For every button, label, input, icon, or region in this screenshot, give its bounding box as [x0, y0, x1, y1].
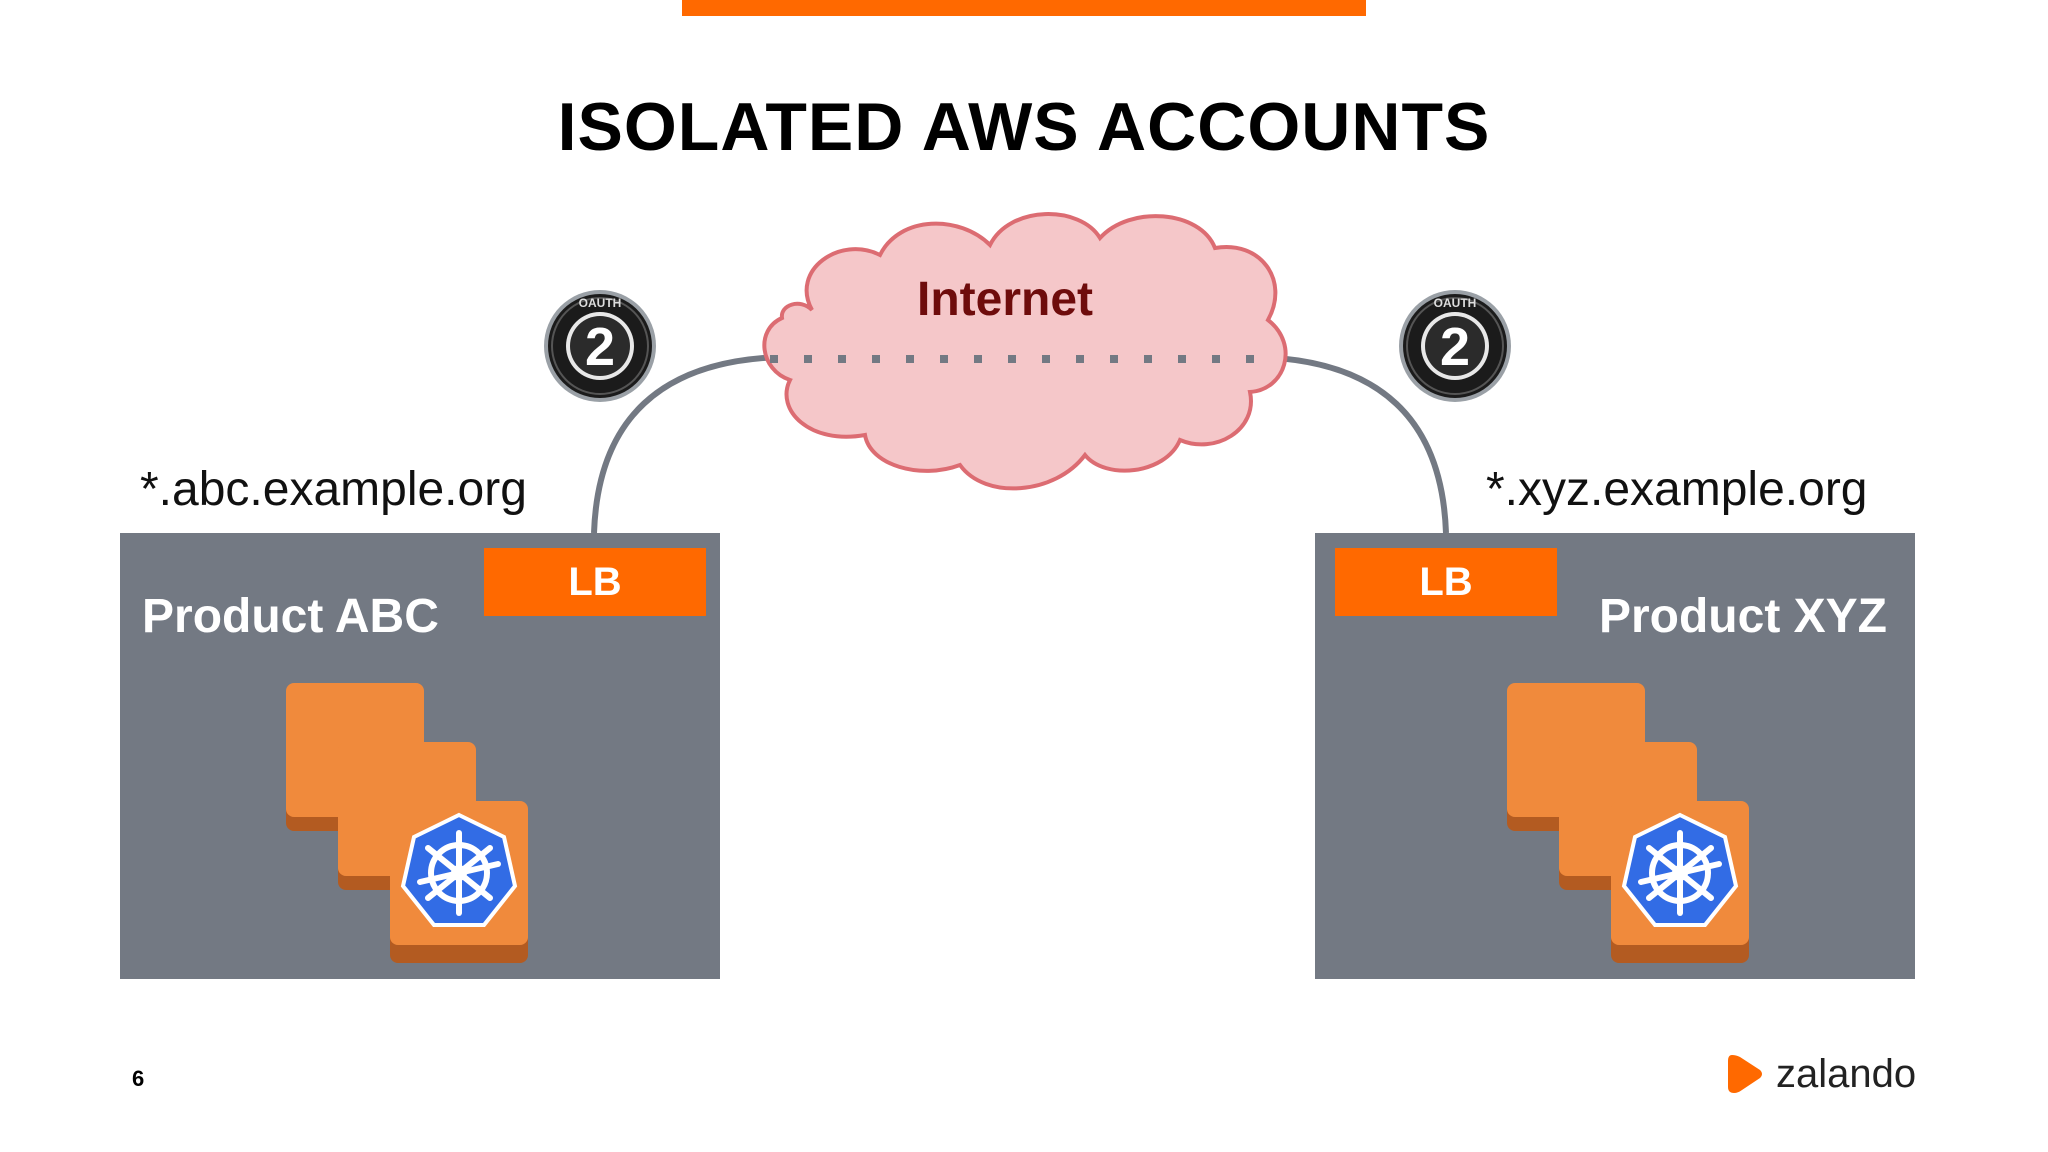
load-balancer-xyz: LB: [1335, 548, 1557, 616]
zalando-logo-icon: [1728, 1055, 1762, 1093]
product-xyz-account: LB Product XYZ: [1315, 533, 1915, 979]
svg-text:OAUTH: OAUTH: [1434, 296, 1477, 310]
oauth2-badge-icon: OAUTH 2: [1399, 290, 1511, 402]
svg-text:OAUTH: OAUTH: [579, 296, 622, 310]
right-connection-line: [1257, 354, 1449, 534]
brand-logo: zalando: [1726, 1050, 1916, 1098]
load-balancer-abc: LB: [484, 548, 706, 616]
ec2-instance-stack-abc: [286, 683, 528, 963]
slide-title: ISOLATED AWS ACCOUNTS: [557, 89, 1491, 165]
product-abc-account: Product ABC LB: [120, 533, 720, 979]
brand-name: zalando: [1776, 1051, 1917, 1096]
kubernetes-icon: [400, 812, 518, 927]
top-accent-bar: [682, 0, 1366, 16]
kubernetes-icon: [1621, 812, 1739, 927]
product-xyz-label: Product XYZ: [1598, 590, 1887, 643]
left-domain-label: *.abc.example.org: [140, 463, 527, 516]
ec2-instance-stack-xyz: [1507, 683, 1749, 963]
internet-label: Internet: [917, 273, 1093, 326]
page-number: 6: [132, 1066, 145, 1091]
oauth2-badge-icon: OAUTH 2: [544, 290, 656, 402]
product-abc-label: Product ABC: [142, 590, 439, 643]
svg-text:2: 2: [1440, 317, 1470, 377]
svg-text:2: 2: [585, 317, 615, 377]
cloud-icon: [762, 212, 1288, 491]
right-domain-label: *.xyz.example.org: [1486, 463, 1868, 516]
left-connection-line: [591, 354, 783, 534]
